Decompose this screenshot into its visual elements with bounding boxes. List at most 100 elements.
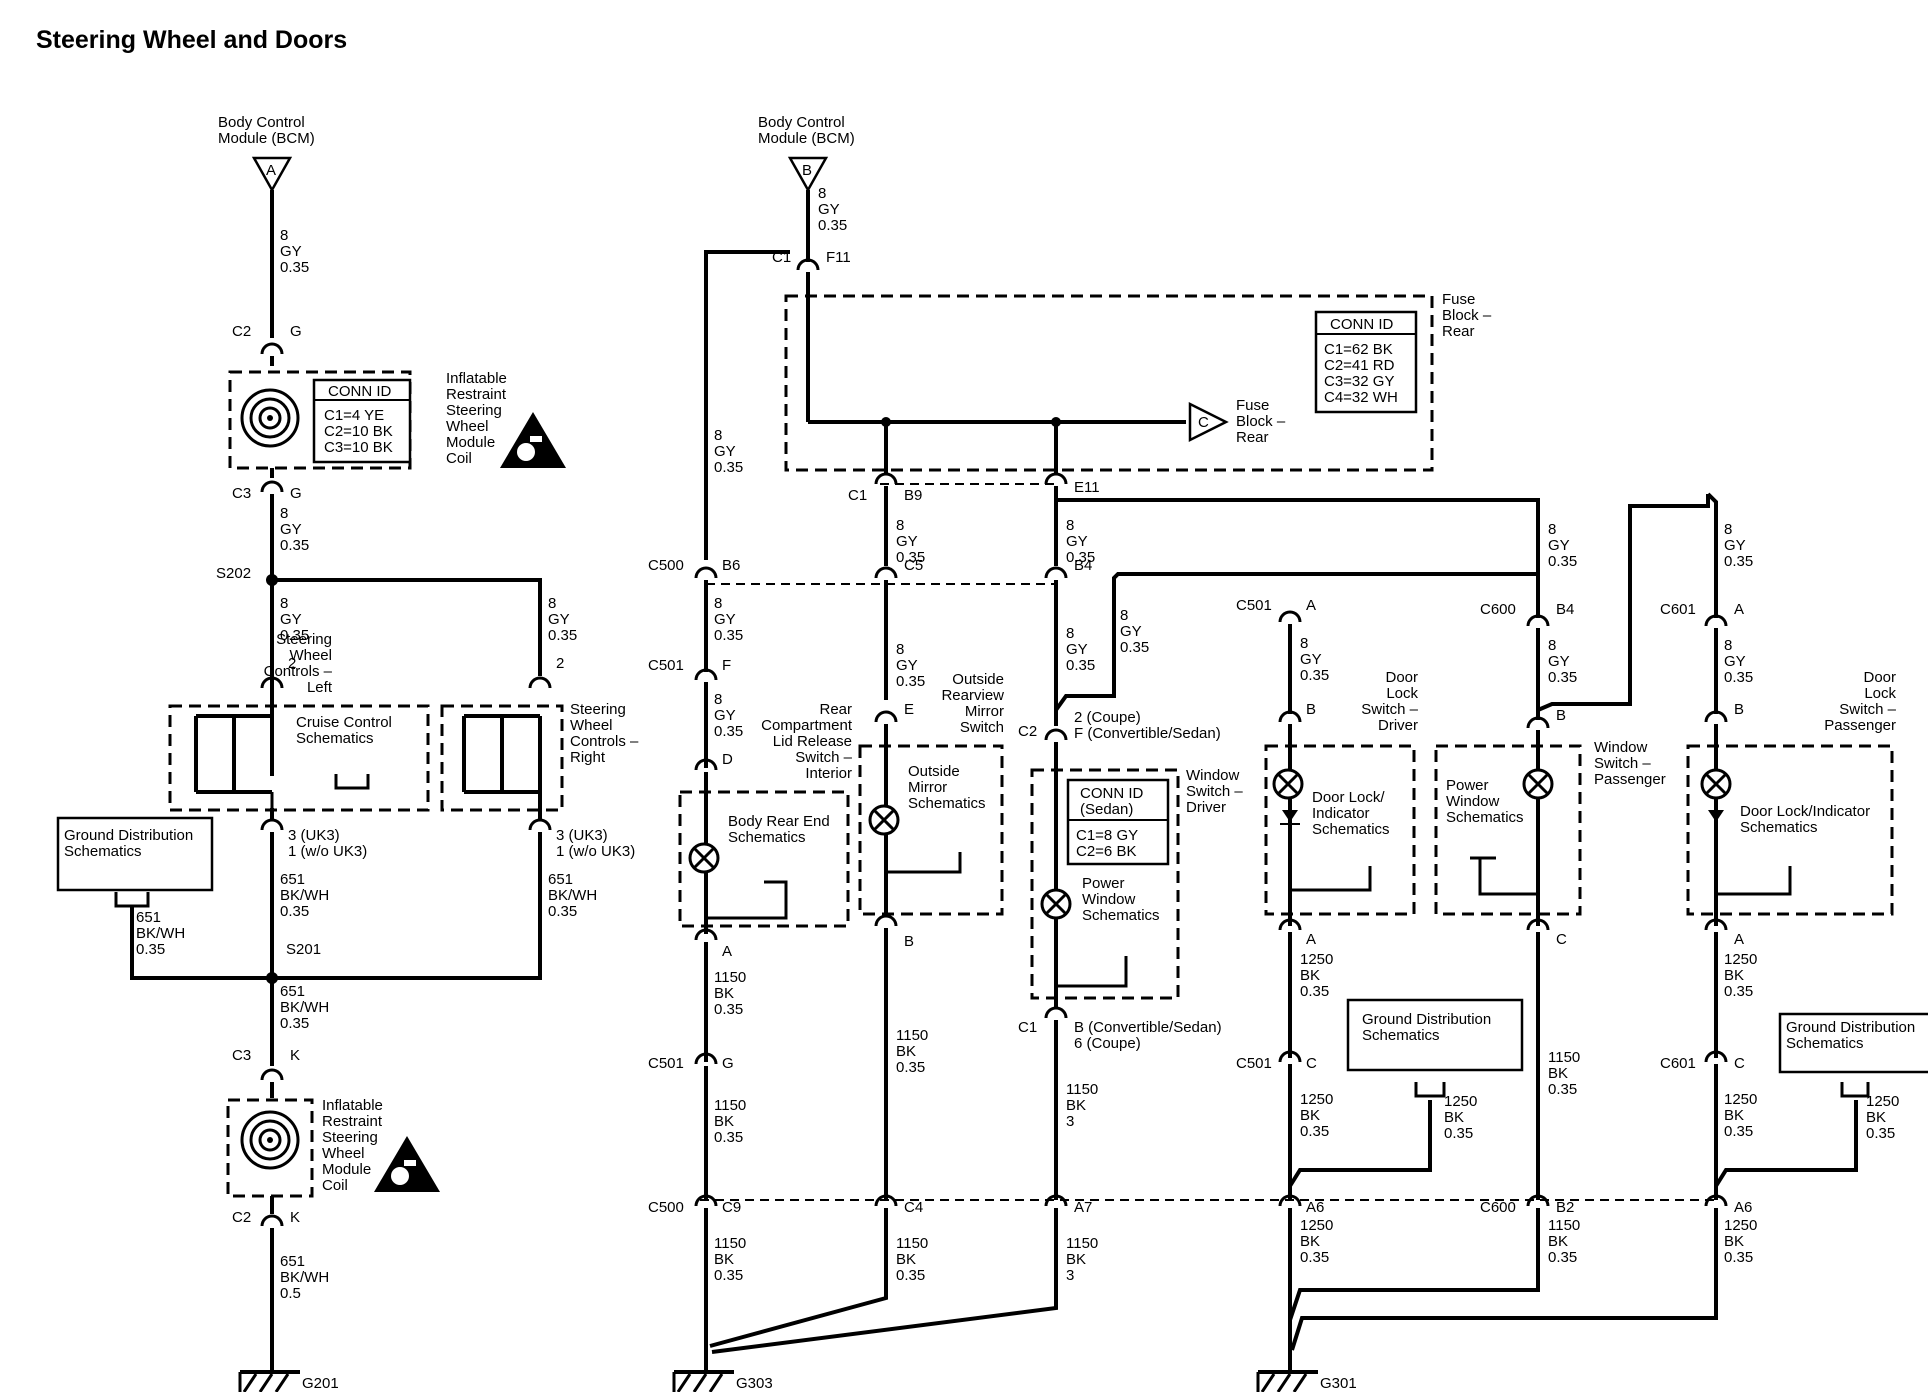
svg-text:CONN ID: CONN ID — [1330, 316, 1394, 333]
wire-label: B (Convertible/Sedan)6 (Coupe) — [1074, 1019, 1222, 1052]
wire-label: C — [1556, 931, 1567, 948]
door-lock-driver-box — [1264, 744, 1416, 916]
wire-label: C601 — [1660, 1055, 1696, 1072]
connector-right-2 — [528, 676, 552, 689]
wire-label: C3 — [232, 1047, 251, 1064]
wire-label: C501 — [1236, 597, 1272, 614]
wire-label: C500 — [648, 1199, 684, 1216]
outside-mirror-box — [858, 744, 1004, 916]
wire-label: 3 (UK3)1 (w/o UK3) — [556, 827, 635, 860]
fuse-block-box — [784, 294, 1434, 472]
wire-label: C600 — [1480, 601, 1516, 618]
lamp-icons-left — [194, 714, 370, 808]
wire-label: C500 — [648, 557, 684, 574]
wire-label: E11 — [1074, 479, 1100, 496]
wire-label: B6 — [722, 557, 740, 574]
connector-c3-g — [260, 480, 284, 493]
svg-text:B: B — [802, 162, 812, 179]
svg-text:CONN ID: CONN ID — [328, 383, 392, 400]
wire-label: G — [722, 1055, 734, 1072]
wire-label: F11 — [826, 249, 851, 266]
wire-label: A6 — [1306, 1199, 1324, 1216]
wire-label: C2 — [232, 1209, 251, 1226]
wire-label: B2 — [1556, 1199, 1574, 1216]
wire-label: C — [1734, 1055, 1745, 1072]
connector-left-2 — [260, 676, 284, 689]
wire-label: C5 — [904, 557, 923, 574]
wire-label: C501 — [1236, 1055, 1272, 1072]
wire-label: A — [1734, 601, 1744, 618]
wire-label: B4 — [1556, 601, 1574, 618]
body-rear-box — [678, 790, 850, 928]
wire-label: S201 — [286, 941, 321, 958]
wire-label: A — [1734, 931, 1744, 948]
wire-label: C1 — [772, 249, 791, 266]
wire-label: A — [1306, 597, 1316, 614]
wire-label: A — [1306, 931, 1316, 948]
wire-label: C601 — [1660, 601, 1696, 618]
wire-label: B4 — [1074, 557, 1092, 574]
wire-label: A6 — [1734, 1199, 1752, 1216]
wire-label: C2 — [232, 323, 251, 340]
wire-label: 2 — [288, 655, 296, 672]
wire-label: C3 — [232, 485, 251, 502]
page-title: Steering Wheel and Doors — [36, 26, 348, 54]
wire-label: K — [290, 1209, 300, 1226]
wire-label: G — [290, 485, 302, 502]
wire-label: C — [1306, 1055, 1317, 1072]
fuse-block-c-arrow — [1188, 401, 1229, 443]
ground-dist-1-box — [56, 816, 214, 892]
wire-label: C1 — [1018, 1019, 1037, 1036]
wire-label: F — [722, 657, 731, 674]
svg-text:G303: G303 — [736, 1375, 773, 1392]
svg-text:C: C — [1198, 414, 1209, 431]
window-switch-pass-box — [1434, 744, 1582, 916]
wire-label: B9 — [904, 487, 922, 504]
wire-label: C9 — [722, 1199, 741, 1216]
ground-g301-icon — [1256, 1370, 1318, 1392]
wire-label: 3 (UK3)1 (w/o UK3) — [288, 827, 367, 860]
svg-text:CONN ID(Sedan): CONN ID(Sedan) — [1080, 785, 1144, 818]
